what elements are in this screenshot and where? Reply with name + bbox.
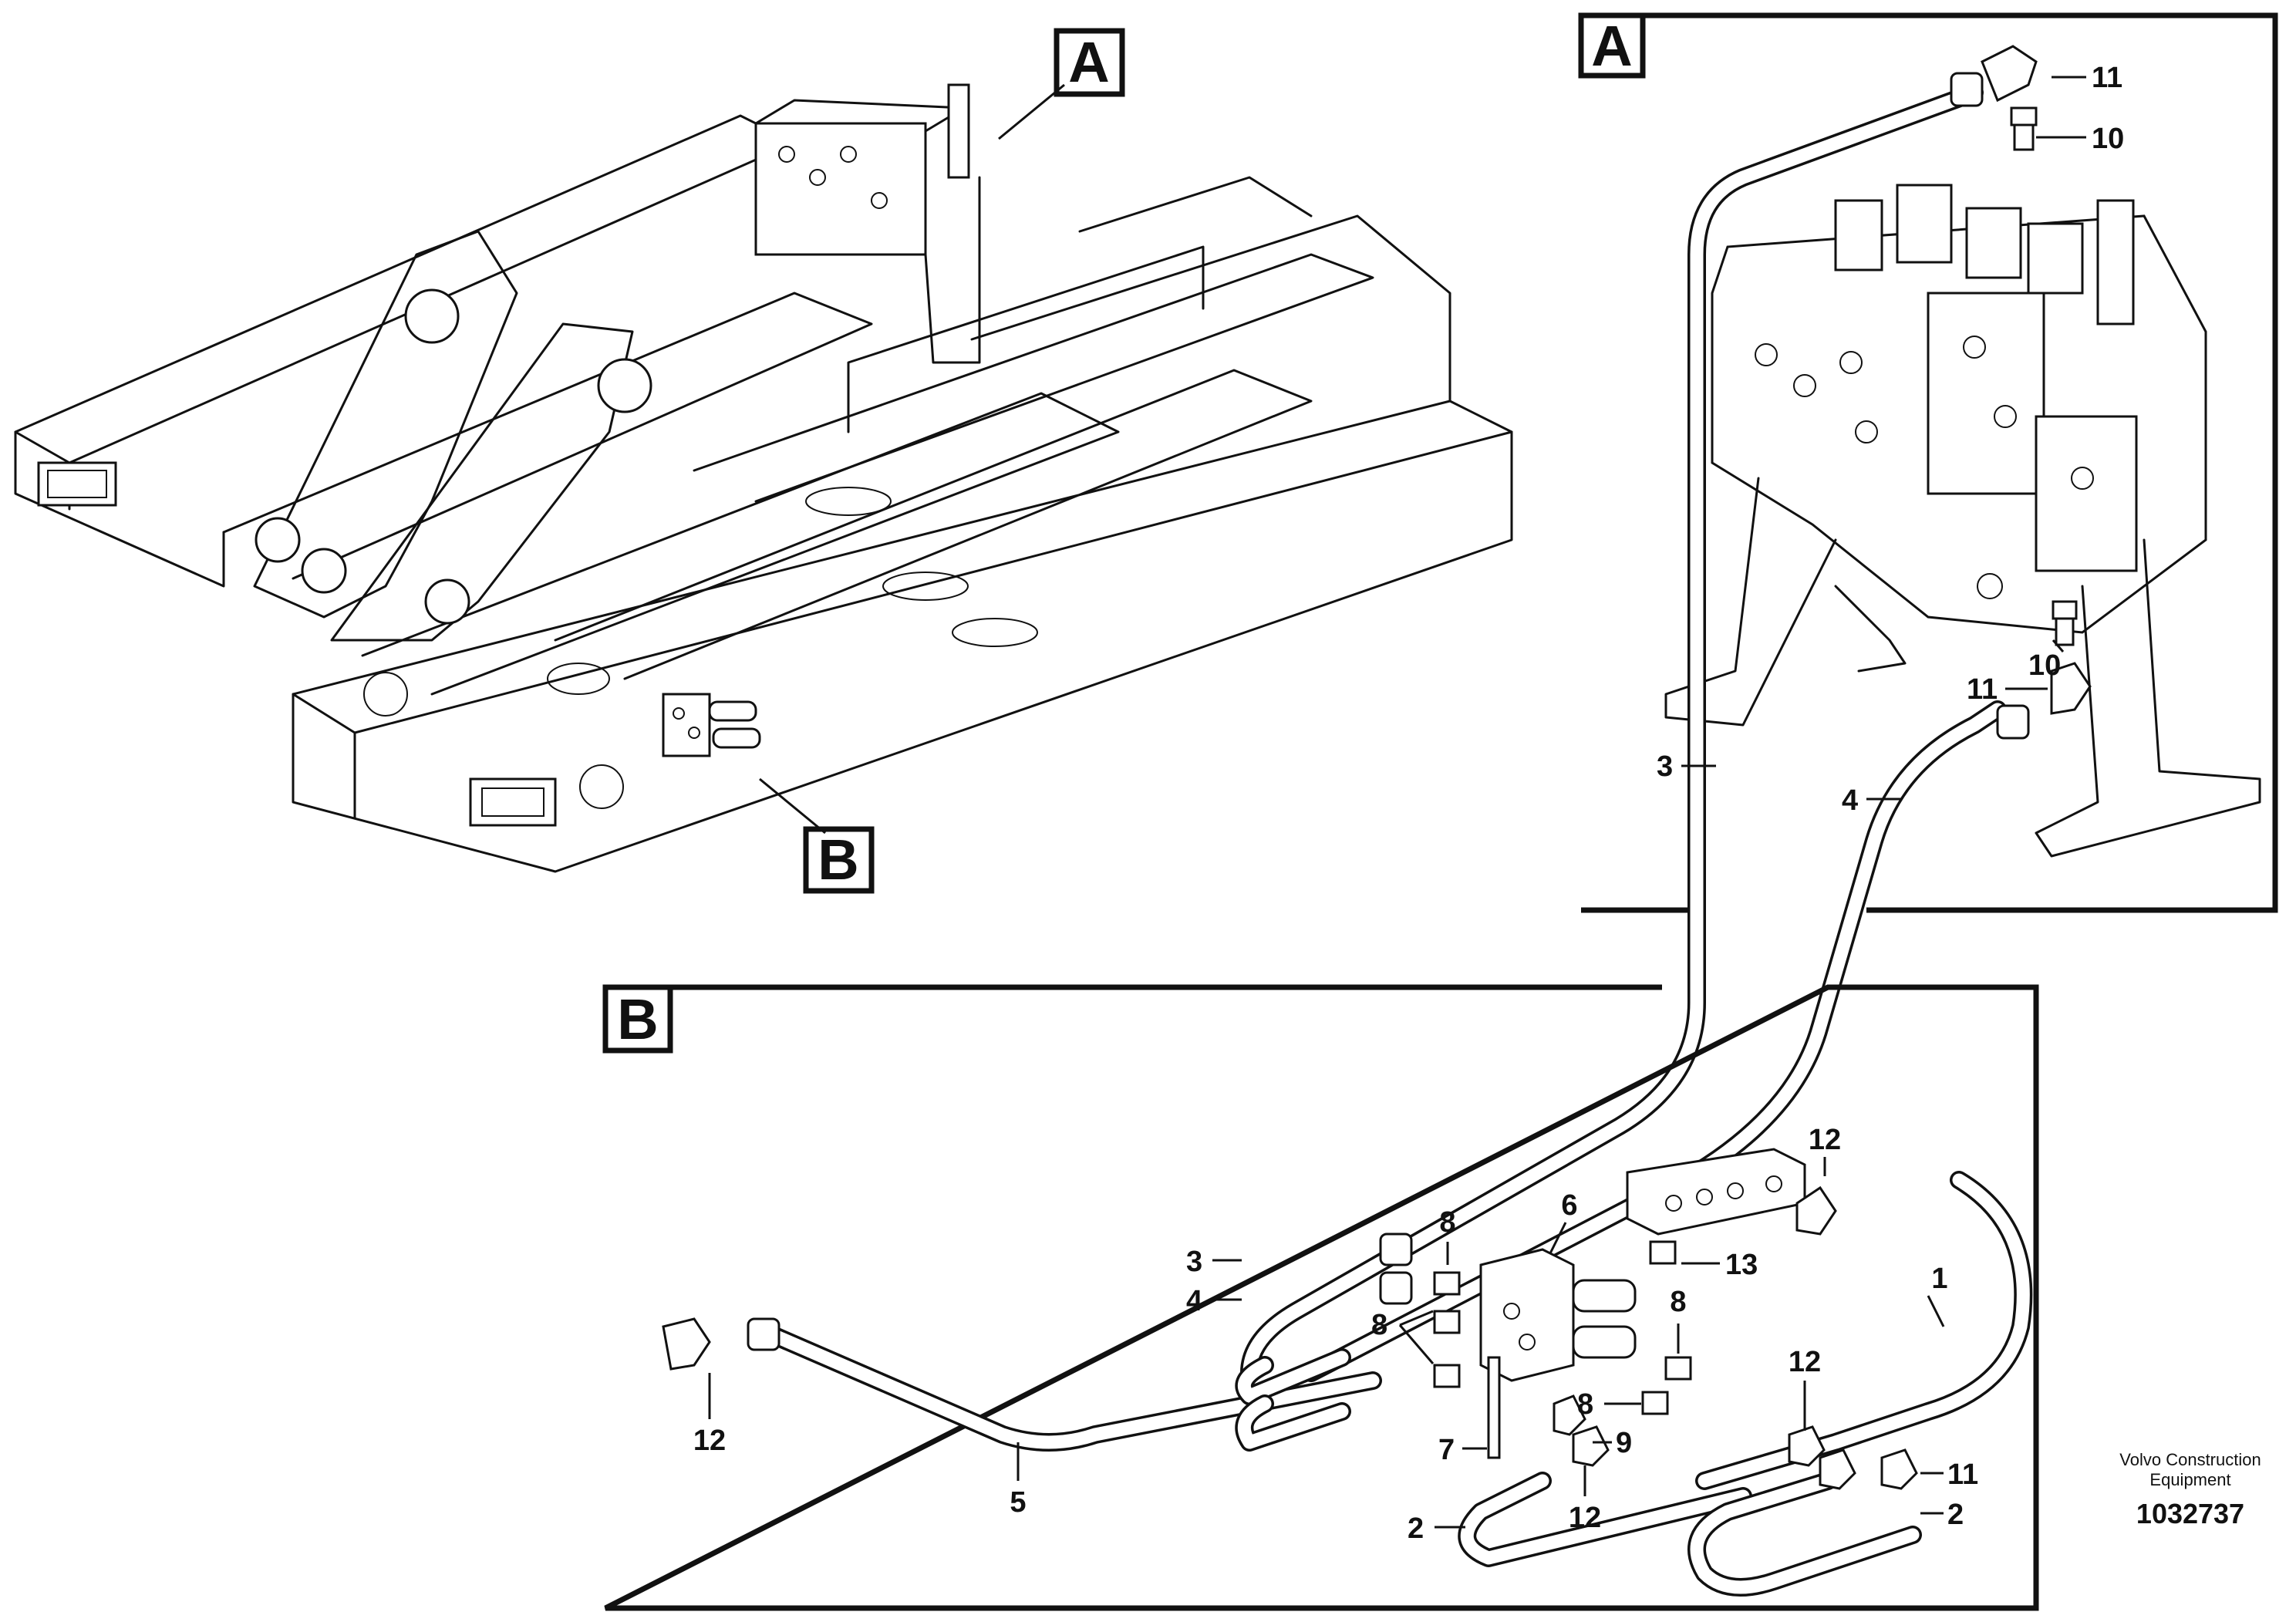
callout-a-label: A bbox=[1068, 30, 1109, 94]
company-name-line1: Volvo Construction bbox=[2119, 1450, 2261, 1469]
hydraulic-hose-icon bbox=[1695, 1171, 2033, 1490]
hydraulic-hose-icon bbox=[1302, 700, 2007, 1382]
callout-a-leader bbox=[998, 83, 1065, 140]
elbow-fitting-icon bbox=[1553, 1394, 1586, 1436]
elbow-fitting-icon bbox=[1981, 45, 2038, 103]
label-7: 7 bbox=[1438, 1434, 1455, 1466]
nipple-fitting-icon bbox=[1433, 1310, 1461, 1334]
label-11-detail-b: 11 bbox=[1947, 1458, 1978, 1491]
nipple-fitting-icon bbox=[1433, 1364, 1461, 1388]
label-3-detail-b: 3 bbox=[1186, 1246, 1202, 1278]
label-11-bottom: 11 bbox=[1967, 673, 1998, 706]
nipple-fitting-icon bbox=[1379, 1271, 1413, 1305]
hydraulic-hose-icon bbox=[762, 1325, 1382, 1452]
nipple-fitting-icon bbox=[1379, 1233, 1413, 1266]
label-13: 13 bbox=[1725, 1249, 1758, 1281]
nipple-fitting-icon bbox=[2052, 600, 2078, 620]
callout-b-label: B bbox=[818, 828, 858, 892]
label-5: 5 bbox=[1010, 1486, 1026, 1519]
elbow-fitting-icon bbox=[1788, 1425, 1826, 1467]
nipple-fitting-icon bbox=[1433, 1271, 1461, 1296]
label-11-top: 11 bbox=[2092, 62, 2122, 94]
valve-block-icon bbox=[1479, 1248, 1637, 1382]
frame-chassis-drawing bbox=[14, 83, 1513, 873]
label-12-mid: 12 bbox=[1789, 1346, 1821, 1378]
detail-b-panel: B bbox=[602, 984, 2039, 1611]
elbow-fitting-icon bbox=[662, 1317, 711, 1371]
nipple-fitting-icon bbox=[1664, 1356, 1692, 1381]
label-10-bottom: 10 bbox=[2028, 649, 2061, 682]
label-10-top: 10 bbox=[2092, 123, 2124, 155]
document-number: 1032737 bbox=[2136, 1498, 2244, 1529]
label-8-top: 8 bbox=[1439, 1206, 1455, 1239]
label-6: 6 bbox=[1561, 1189, 1577, 1222]
label-2-left: 2 bbox=[1408, 1512, 1424, 1545]
detail-b-title: B bbox=[617, 987, 658, 1051]
control-valve-icon bbox=[1664, 184, 2261, 858]
label-4-detail-b: 4 bbox=[1186, 1285, 1202, 1317]
elbow-fitting-icon bbox=[1572, 1425, 1610, 1467]
bolt-icon bbox=[1487, 1356, 1501, 1459]
nipple-fitting-icon bbox=[1641, 1391, 1669, 1415]
label-8-bottom: 8 bbox=[1577, 1388, 1593, 1421]
detail-a-panel: A bbox=[1240, 12, 2278, 1382]
footer-block: Volvo Construction Equipment 1032737 bbox=[2119, 1450, 2261, 1529]
valve-block-icon bbox=[1626, 1148, 1806, 1236]
label-8-right: 8 bbox=[1670, 1286, 1686, 1318]
company-name-line2: Equipment bbox=[2149, 1470, 2230, 1489]
label-8-left: 8 bbox=[1371, 1309, 1387, 1341]
label-12-left: 12 bbox=[693, 1425, 726, 1457]
nipple-fitting-icon bbox=[1649, 1240, 1677, 1265]
label-9: 9 bbox=[1616, 1427, 1632, 1459]
elbow-fitting-icon bbox=[1880, 1448, 1918, 1490]
detail-b-tag bbox=[602, 984, 673, 1054]
elbow-fitting-icon bbox=[1819, 1448, 1856, 1490]
hydraulic-hose-icon bbox=[1235, 1348, 1351, 1452]
callout-b-leader bbox=[759, 777, 826, 835]
label-12-top: 12 bbox=[1809, 1124, 1841, 1156]
label-12-bottom: 12 bbox=[1569, 1502, 1601, 1534]
detail-a-title: A bbox=[1591, 14, 1632, 78]
hydraulic-hose-icon bbox=[1458, 1472, 1922, 1597]
elbow-fitting-icon bbox=[2050, 662, 2092, 715]
label-2-right: 2 bbox=[1947, 1499, 1964, 1531]
elbow-fitting-icon bbox=[1795, 1185, 1837, 1236]
label-3-detail-a: 3 bbox=[1657, 750, 1673, 783]
callout-b-box[interactable] bbox=[803, 826, 875, 894]
callout-a-box[interactable] bbox=[1054, 28, 1125, 97]
label-4-detail-a: 4 bbox=[1842, 784, 1858, 817]
detail-a-tag bbox=[1578, 12, 1646, 79]
nipple-fitting-icon bbox=[2010, 106, 2038, 126]
label-1: 1 bbox=[1931, 1263, 1947, 1295]
